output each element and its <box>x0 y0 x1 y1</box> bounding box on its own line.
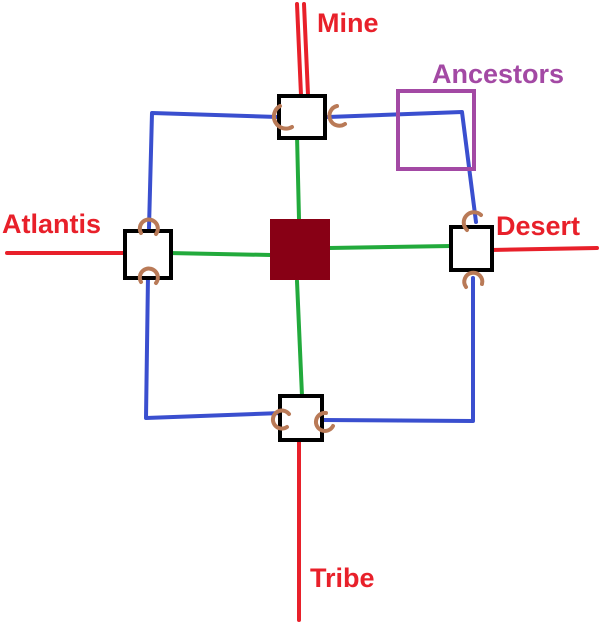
connector-desert-bottom-icon <box>462 270 485 289</box>
center-room[interactable] <box>270 219 330 280</box>
connector-desert-top-icon <box>461 210 483 232</box>
node-room-desert[interactable] <box>449 225 494 272</box>
center-line-desert <box>327 244 453 250</box>
node-room-mine[interactable] <box>277 94 327 140</box>
label-mine: Mine <box>317 8 379 38</box>
label-ancestors: Ancestors <box>432 59 564 89</box>
label-desert: Desert <box>496 211 580 241</box>
exit-line-mine-left <box>295 2 303 97</box>
loop-line-atlantis-tribe <box>144 274 284 420</box>
center-line-tribe <box>295 279 304 398</box>
center-line-atlantis <box>166 251 273 257</box>
exit-line-mine-right <box>302 2 310 97</box>
node-room-atlantis[interactable] <box>123 229 173 280</box>
loop-line-mine-desert <box>326 110 478 224</box>
loop-line-desert-tribe <box>320 276 475 423</box>
node-rooms <box>123 94 494 442</box>
connector-mine-left-icon <box>271 104 294 131</box>
connector-tribe-right-icon <box>313 410 335 433</box>
connector-mine-right-icon <box>327 104 347 128</box>
ancestors-box[interactable] <box>396 89 476 171</box>
loop-line-mine-atlantis <box>147 111 280 230</box>
label-tribe: Tribe <box>310 563 375 593</box>
connector-atlantis-top-icon <box>137 217 160 236</box>
center-lines <box>166 133 453 398</box>
connector-atlantis-bottom-icon <box>137 266 160 285</box>
loop-lines <box>144 110 478 423</box>
connector-tribe-left-icon <box>270 408 291 431</box>
connectors <box>137 104 485 433</box>
exit-line-desert <box>489 246 599 252</box>
exit-lines <box>5 2 599 622</box>
label-atlantis: Atlantis <box>2 209 101 239</box>
center-line-mine <box>295 133 301 221</box>
